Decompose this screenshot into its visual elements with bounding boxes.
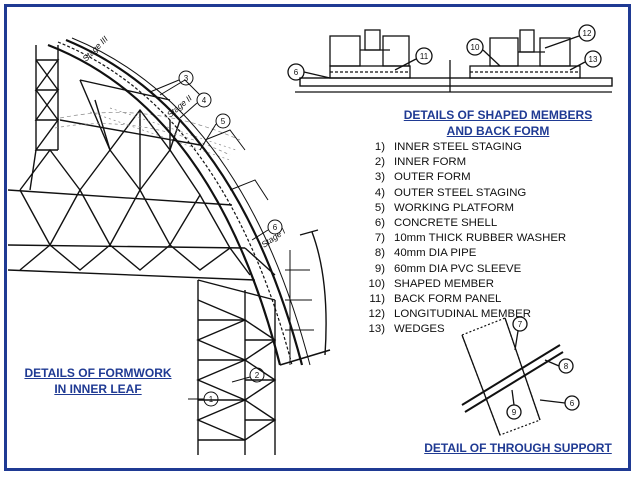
legend-text: 60mm DIA PVC SLEEVE	[394, 262, 522, 275]
legend-text: SHAPED MEMBER	[394, 277, 495, 290]
top-callout-12: 12	[583, 29, 592, 38]
callout-2: 2	[255, 371, 260, 380]
main-callout-labels: 3 4 5 6 2 1	[184, 74, 278, 404]
callout-3: 3	[184, 74, 189, 83]
legend-number: 7)	[374, 232, 385, 245]
formwork-heading: DETAILS OF FORMWORK IN INNER LEAF	[12, 365, 184, 397]
inner-steel-staging-truss	[7, 45, 277, 455]
legend-item: 8) 40mm DIA PIPE	[359, 246, 566, 261]
concrete-shell-arc	[47, 37, 331, 366]
legend-number: 13)	[368, 323, 385, 336]
legend-number: 10)	[368, 277, 385, 290]
through-support-callout-labels: 7 8 9 6	[512, 320, 575, 417]
top-callout-11: 11	[420, 52, 429, 61]
legend-text: BACK FORM PANEL	[394, 292, 502, 305]
formwork-heading-line1: DETAILS OF FORMWORK	[24, 366, 172, 380]
legend-item: 2) INNER FORM	[359, 155, 566, 170]
legend-text: LONGITUDINAL MEMBER	[394, 308, 531, 321]
through-support-heading: DETAIL OF THROUGH SUPPORT	[418, 440, 618, 456]
legend-text: WEDGES	[394, 323, 445, 336]
slide-frame	[4, 4, 631, 471]
legend-item: 10) SHAPED MEMBER	[359, 277, 566, 292]
legend-number: 5)	[374, 201, 385, 214]
top-callout-6: 6	[294, 68, 299, 77]
legend-text: OUTER FORM	[394, 171, 471, 184]
working-platform-band	[54, 107, 241, 161]
legend-item: 1) INNER STEEL STAGING	[359, 140, 566, 155]
legend-text: OUTER STEEL STAGING	[394, 186, 527, 199]
legend-item: 4) OUTER STEEL STAGING	[359, 186, 566, 201]
shaped-members-heading-line2: AND BACK FORM	[446, 124, 550, 138]
legend-text: INNER FORM	[394, 156, 467, 169]
top-callout-13: 13	[589, 55, 598, 64]
callout-1: 1	[209, 395, 214, 404]
legend-item: 6) CONCRETE SHELL	[359, 216, 566, 231]
through-support-detail	[461, 316, 580, 436]
legend-number: 1)	[374, 141, 385, 153]
legend-number: 11)	[369, 292, 385, 305]
shaped-members-callout-labels: 6 11 10 12 13	[294, 29, 598, 77]
legend-text: INNER STEEL STAGING	[394, 141, 522, 153]
callout-6: 6	[273, 223, 278, 232]
support-callout-8: 8	[564, 362, 569, 371]
support-callout-6: 6	[570, 399, 575, 408]
legend-item: 9) 60mm DIA PVC SLEEVE	[359, 262, 566, 277]
legend-item: 7) 10mm THICK RUBBER WASHER	[359, 231, 566, 246]
through-support-heading-text: DETAIL OF THROUGH SUPPORT	[424, 441, 612, 455]
callout-4: 4	[202, 96, 207, 105]
legend-item: 12) LONGITUDINAL MEMBER	[359, 307, 566, 322]
top-callout-10: 10	[471, 43, 480, 52]
legend-text: WORKING PLATFORM	[394, 201, 515, 214]
legend-item: 13) WEDGES	[359, 322, 566, 337]
legend-number: 4)	[374, 186, 385, 199]
formwork-heading-line2: IN INNER LEAF	[54, 382, 142, 396]
legend-item: 5) WORKING PLATFORM	[359, 201, 566, 216]
legend-number: 6)	[374, 216, 385, 229]
legend-text: 10mm THICK RUBBER WASHER	[394, 232, 567, 245]
callout-5: 5	[221, 117, 226, 126]
shaped-members-detail	[287, 24, 613, 93]
legend-text: CONCRETE SHELL	[394, 216, 498, 229]
legend-item: 11) BACK FORM PANEL	[359, 292, 566, 307]
support-callout-9: 9	[512, 408, 517, 417]
support-callout-7: 7	[518, 320, 523, 329]
legend-number: 12)	[368, 308, 385, 321]
shaped-members-heading-line1: DETAILS OF SHAPED MEMBERS	[403, 108, 593, 122]
shaped-members-heading: DETAILS OF SHAPED MEMBERS AND BACK FORM	[393, 107, 603, 139]
legend-item: 3) OUTER FORM	[359, 170, 566, 185]
legend-number: 2)	[374, 156, 385, 169]
legend-number: 3)	[374, 171, 385, 184]
legend-text: 40mm DIA PIPE	[394, 247, 477, 260]
legend-number: 8)	[374, 247, 385, 260]
stage-2-label: Stage II	[165, 93, 194, 120]
legend-list: 1) INNER STEEL STAGING 2) INNER FORM 3) OUTER…	[359, 140, 567, 337]
legend-number: 9)	[374, 262, 385, 275]
main-callouts	[149, 70, 283, 407]
